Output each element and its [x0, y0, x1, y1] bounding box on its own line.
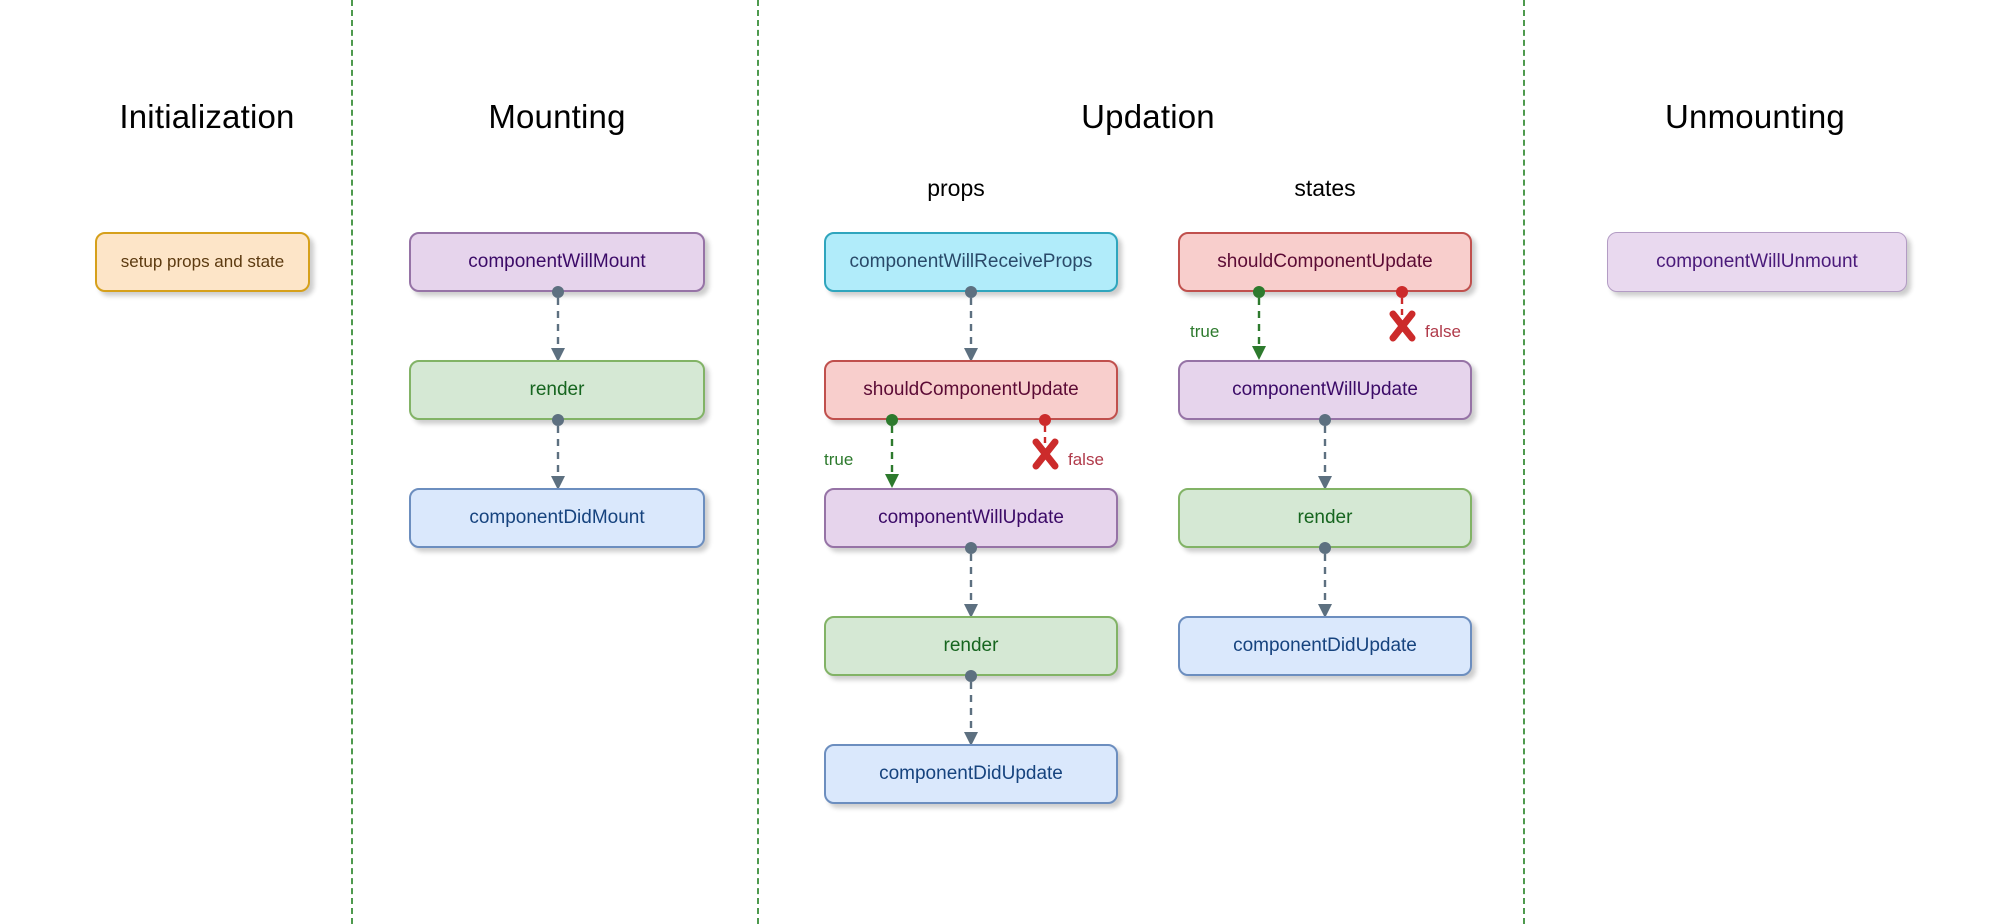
edge-states-true-branch [1248, 286, 1270, 368]
column-title-updation: Updation [1081, 98, 1215, 135]
connector-dot-icon [552, 414, 564, 426]
node-should-component-update-states[interactable]: shouldComponentUpdate [1178, 232, 1472, 292]
x-mark-icon [1389, 310, 1416, 342]
node-component-will-receive-props[interactable]: componentWillReceiveProps [824, 232, 1118, 292]
edge-will-update-to-render-props [960, 542, 982, 624]
edge-will-update-to-render-states [1314, 414, 1336, 496]
edge-render-to-did-update-props [960, 670, 982, 752]
edge-states-false-branch [1389, 286, 1437, 356]
arrowhead-icon [1318, 476, 1332, 490]
connector-dot-icon [965, 670, 977, 682]
connector-dot-icon [552, 286, 564, 298]
node-render-mounting[interactable]: render [409, 360, 705, 420]
node-component-did-mount[interactable]: componentDidMount [409, 488, 705, 548]
arrowhead-icon [964, 348, 978, 362]
connector-dot-icon [965, 542, 977, 554]
arrowhead-icon [551, 348, 565, 362]
column-title-unmounting: Unmounting [1665, 98, 1845, 135]
node-render-states[interactable]: render [1178, 488, 1472, 548]
node-setup-props-and-state[interactable]: setup props and state [95, 232, 310, 292]
true-branch-dot-icon [886, 414, 898, 426]
true-branch-dot-icon [1253, 286, 1265, 298]
edge-props-true-branch [881, 414, 903, 496]
node-component-will-update-props[interactable]: componentWillUpdate [824, 488, 1118, 548]
node-component-will-update-states[interactable]: componentWillUpdate [1178, 360, 1472, 420]
arrowhead-icon [551, 476, 565, 490]
column-title-initialization: Initialization [119, 98, 295, 135]
edge-render-to-did-mount [547, 414, 569, 496]
edge-props-false-branch [1032, 414, 1080, 484]
connector-dot-icon [1319, 542, 1331, 554]
branch-label-states-true: true [1190, 322, 1220, 341]
node-component-did-update-states[interactable]: componentDidUpdate [1178, 616, 1472, 676]
subtitle-states: states [1294, 175, 1356, 201]
subtitle-props: props [927, 175, 985, 201]
connector-dot-icon [1319, 414, 1331, 426]
branch-label-props-true: true [824, 450, 854, 469]
column-divider-2 [757, 0, 759, 924]
column-divider-3 [1523, 0, 1525, 924]
arrowhead-icon [1252, 346, 1266, 360]
node-component-did-update-props[interactable]: componentDidUpdate [824, 744, 1118, 804]
edge-will-mount-to-render [547, 286, 569, 368]
x-mark-icon [1032, 438, 1059, 470]
node-render-props[interactable]: render [824, 616, 1118, 676]
node-should-component-update-props[interactable]: shouldComponentUpdate [824, 360, 1118, 420]
false-branch-dot-icon [1039, 414, 1051, 426]
branch-label-props-false: false [1068, 450, 1104, 469]
false-branch-dot-icon [1396, 286, 1408, 298]
node-component-will-unmount[interactable]: componentWillUnmount [1607, 232, 1907, 292]
edge-receive-props-to-should-update [960, 286, 982, 368]
arrowhead-icon [1318, 604, 1332, 618]
arrowhead-icon [885, 474, 899, 488]
arrowhead-icon [964, 604, 978, 618]
arrowhead-icon [964, 732, 978, 746]
column-divider-1 [351, 0, 353, 924]
edge-render-to-did-update-states [1314, 542, 1336, 624]
connector-dot-icon [965, 286, 977, 298]
branch-label-states-false: false [1425, 322, 1461, 341]
node-component-will-mount[interactable]: componentWillMount [409, 232, 705, 292]
column-title-mounting: Mounting [488, 98, 626, 135]
